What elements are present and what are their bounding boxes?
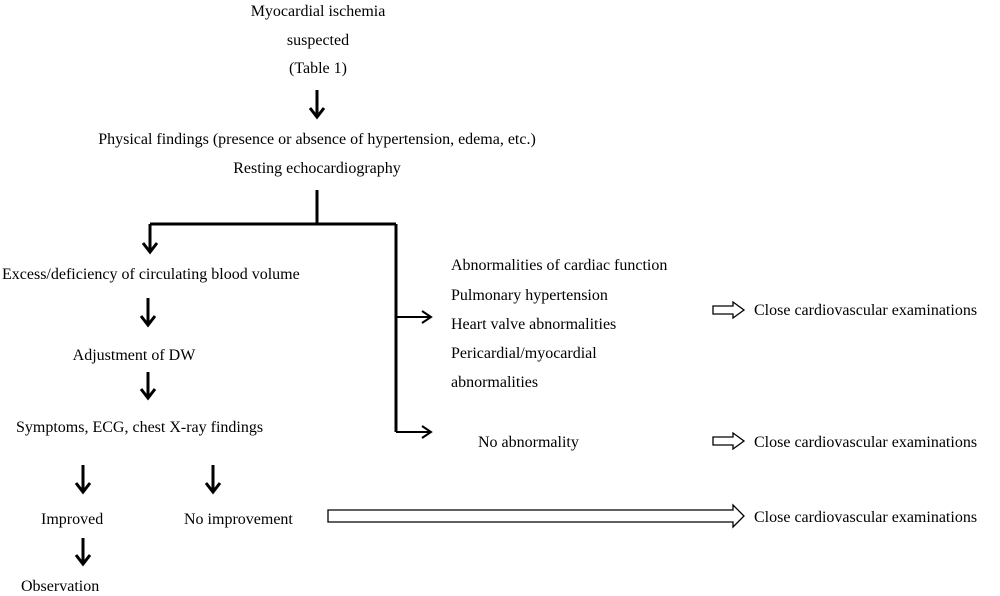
node-ischemia-line2: suspected [286, 32, 350, 49]
node-ischemia-line1: Myocardial ischemia [250, 3, 386, 20]
node-physical-line2: Resting echocardiography [233, 160, 401, 177]
arrow-dw-to-symptoms [139, 372, 157, 401]
node-improved: Improved [41, 511, 104, 528]
arrow-blood-volume-to-dw [139, 298, 157, 328]
node-dw: Adjustment of DW [72, 347, 196, 364]
node-ischemia-line3: (Table 1) [289, 60, 347, 77]
abnormality-item: abnormalities [451, 374, 539, 391]
node-close-exam-no-improvement: Close cardiovascular examinations [754, 509, 978, 526]
arrow-to-no-abnormality [396, 425, 433, 439]
abnormality-item: Heart valve abnormalities [451, 316, 617, 333]
abnormality-item: Pericardial/myocardial [451, 345, 597, 362]
open-arrow-no-abnormality [712, 431, 746, 451]
node-close-exam-abnormalities: Close cardiovascular examinations [754, 302, 978, 319]
arrow-symptoms-to-improved [74, 465, 92, 495]
split-connector [150, 190, 398, 432]
arrow-symptoms-to-no-improvement [204, 465, 222, 495]
node-physical-line1: Physical findings (presence or absence o… [98, 131, 536, 148]
open-arrow-no-improvement [327, 503, 745, 529]
node-no-improvement: No improvement [184, 511, 293, 528]
node-observation: Observation [21, 578, 100, 595]
arrow-to-abnormalities [396, 310, 433, 324]
node-symptoms: Symptoms, ECG, chest X-ray findings [16, 419, 264, 436]
node-no-abnormality: No abnormality [478, 434, 579, 451]
arrow-improved-to-observation [74, 538, 92, 567]
open-arrow-abnormalities [712, 300, 746, 320]
arrow-ischemia-to-physical [308, 90, 326, 120]
abnormality-item: Pulmonary hypertension [451, 287, 608, 304]
abnormality-item: Abnormalities of cardiac function [451, 257, 668, 274]
node-close-exam-no-abnormality: Close cardiovascular examinations [754, 434, 978, 451]
node-blood-volume: Excess/deficiency of circulating blood v… [2, 266, 300, 283]
arrow-to-blood-volume [141, 224, 159, 255]
